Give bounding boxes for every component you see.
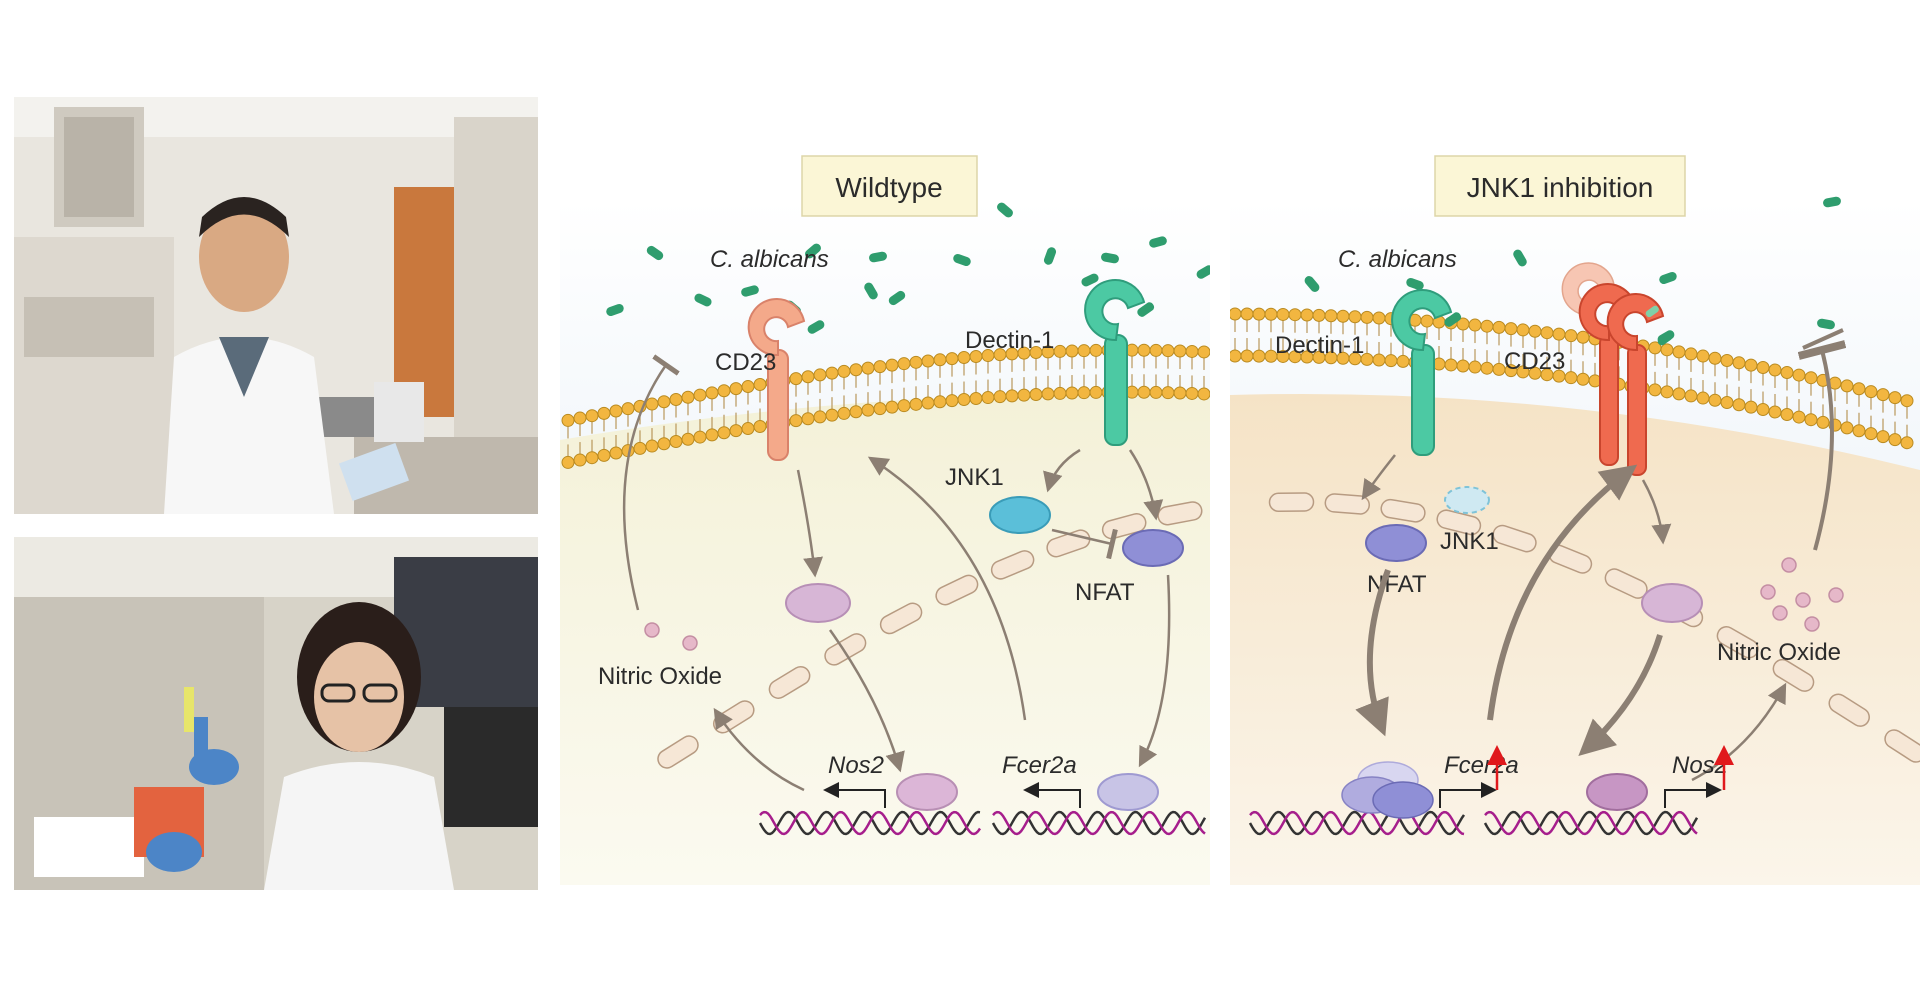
nuclear-pore-segment	[1716, 626, 1759, 659]
c-albicans-particle	[1149, 236, 1167, 248]
wildtype-fungus-label: C. albicans	[710, 246, 829, 273]
c-albicans-particle	[1304, 276, 1320, 292]
no-inhibition-bar-right	[1802, 328, 1844, 350]
cd23-receptor-right	[1561, 262, 1673, 476]
nfat-label-left: NFAT	[1075, 579, 1135, 606]
dectin1-label-left: Dectin-1	[965, 327, 1054, 354]
nuclear-pore-segment	[768, 665, 811, 699]
c-albicans-particle	[1823, 196, 1841, 208]
c-albicans-particle	[805, 243, 821, 259]
no-dot	[1772, 605, 1788, 621]
dectin1-receptor-right	[1391, 289, 1462, 456]
c-albicans-particle	[606, 303, 624, 317]
nfat-protein-left	[1122, 529, 1184, 567]
dna-strand	[759, 810, 982, 836]
nitric-oxide-label-left: Nitric Oxide	[598, 663, 722, 690]
nuclear-pore-segment	[1380, 498, 1426, 523]
c-albicans-particle	[741, 285, 759, 297]
no-dot	[1828, 587, 1844, 603]
c-albicans-particle	[807, 320, 825, 334]
nfat-protein-right	[1365, 524, 1427, 562]
tf-bound-nos2-left	[896, 773, 958, 811]
cd23-receptor-left	[747, 298, 806, 461]
fcer2a-gene-label-right: Fcer2a	[1444, 752, 1519, 779]
jnk1-inhibited-protein	[1444, 486, 1490, 514]
c-albicans-particle	[1081, 273, 1099, 287]
c-albicans-particle	[1101, 252, 1119, 264]
panel-divider	[1210, 200, 1230, 885]
nuclear-pore-segment	[935, 574, 979, 606]
c-albicans-particle	[646, 245, 664, 261]
no-dot	[1781, 557, 1797, 573]
jnk1-inhibition-title: JNK1 inhibition	[1467, 172, 1654, 203]
nfat-label-right: NFAT	[1367, 571, 1427, 598]
nuclear-pore-segment	[990, 550, 1035, 580]
nfat-bound-fcer2a-left	[1097, 773, 1159, 811]
nuclear-pore-segment	[1884, 729, 1920, 763]
researcher-photo-bottom	[14, 537, 538, 890]
no-dot	[1760, 584, 1776, 600]
dna-right	[1248, 810, 1699, 836]
dna-left	[758, 810, 1207, 836]
dna-strand	[992, 810, 1206, 836]
transcription-factor-cytoplasm-left	[785, 583, 851, 623]
dna-strand	[758, 810, 981, 836]
transcription-factor-cytoplasm-right	[1641, 583, 1703, 623]
cd23-label-right: CD23	[1504, 348, 1565, 375]
c-albicans-particle	[953, 253, 971, 267]
jnk1-protein-left	[989, 496, 1051, 534]
nuclear-pore-segment	[1492, 524, 1537, 553]
no-dot	[682, 635, 698, 651]
researcher-photo-top	[14, 97, 538, 514]
wildtype-title-box: Wildtype	[801, 155, 978, 217]
no-dot	[1804, 616, 1820, 632]
nuclear-pore-segment	[824, 633, 867, 666]
nuclear-pore-segment	[1436, 509, 1482, 536]
wildtype-title: Wildtype	[835, 172, 942, 203]
c-albicans-particle	[1659, 271, 1677, 285]
nos2-gene-label-left: Nos2	[828, 752, 884, 779]
dna-strand	[1484, 810, 1698, 836]
c-albicans-particle	[1513, 249, 1527, 267]
jnk1-inhibition-title-box: JNK1 inhibition	[1434, 155, 1686, 217]
c-albicans-particle	[1196, 265, 1214, 279]
c-albicans-particle	[997, 202, 1013, 218]
jnk1-label-left: JNK1	[945, 464, 1004, 491]
no-dot	[1795, 592, 1811, 608]
no-dot	[644, 622, 660, 638]
cd23-label-left: CD23	[715, 349, 776, 376]
c-albicans-particle	[1406, 277, 1424, 291]
nuclear-pore-segment	[879, 602, 923, 635]
c-albicans-particle	[1043, 247, 1057, 265]
jnk1-label-right: JNK1	[1440, 528, 1499, 555]
c-albicans-particle	[864, 282, 878, 300]
nuclear-pore-segment	[1268, 492, 1315, 513]
signaling-diagram: Wildtype C. albicans CD23 Dectin-1 JNK1 …	[560, 140, 1920, 885]
dectin1-receptor-left	[1084, 279, 1155, 446]
fcer2a-gene-label-left: Fcer2a	[1002, 752, 1077, 779]
nuclear-pore-segment	[1828, 693, 1870, 727]
dna-strand	[1249, 810, 1465, 836]
c-albicans-particle	[869, 251, 887, 263]
nuclear-pore-segment	[657, 735, 699, 769]
c-albicans-particle	[888, 290, 906, 306]
dectin1-label-right: Dectin-1	[1275, 332, 1364, 359]
nos2-gene-label-right: Nos2	[1672, 752, 1728, 779]
nfat-bound-fcer2a-right-c	[1372, 781, 1434, 819]
c-albicans-particle	[1817, 318, 1835, 330]
nuclear-pore-segment	[1772, 658, 1815, 692]
nitric-oxide-label-right: Nitric Oxide	[1717, 639, 1841, 666]
tf-bound-nos2-right	[1586, 773, 1648, 811]
nuclear-pore-segment	[1324, 493, 1370, 515]
c-albicans-particle	[694, 293, 712, 307]
jnk1i-fungus-label: C. albicans	[1338, 246, 1457, 273]
